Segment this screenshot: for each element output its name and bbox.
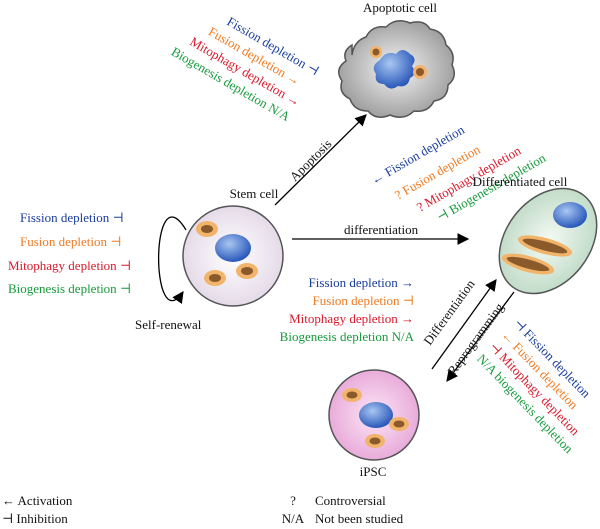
ipsc-diff-fission: Fission depletion →: [309, 275, 414, 290]
legend-activation: ← Activation: [2, 493, 73, 508]
self-renewal-arrow: [157, 216, 187, 304]
legend-not-studied: Not been studied: [315, 511, 404, 526]
ipsc-cell: [328, 369, 420, 461]
differentiated-cell: [498, 187, 598, 295]
ipsc-differentiation-arrow: [431, 279, 497, 370]
ipsc-label: iPSC: [360, 464, 387, 479]
stem-effects: Fission depletion ⊣ Fusion depletion ⊣ M…: [8, 210, 131, 296]
apoptosis-effects: Fission depletion ⊣ Fusion depletion → M…: [169, 14, 322, 125]
legend-controversial: Controversial: [315, 493, 386, 508]
ipsc-differentiation-effects: Fission depletion → Fusion depletion ⊣ M…: [280, 275, 415, 344]
legend-not-studied-symbol: N/A: [282, 511, 305, 526]
ipsc-diff-biogenesis: Biogenesis depletion N/A: [280, 329, 415, 344]
stem-fusion: Fusion depletion ⊣: [20, 234, 121, 249]
reprogramming-effects: ⊣ Fission depletion ← Fusion depletion ⊣…: [474, 316, 594, 457]
stem-biogenesis: Biogenesis depletion ⊣: [8, 281, 131, 296]
stem-fission: Fission depletion ⊣: [20, 210, 124, 225]
apoptotic-cell-label: Apoptotic cell: [363, 0, 437, 15]
stem-mitophagy: Mitophagy depletion ⊣: [8, 258, 131, 273]
apoptotic-cell: [338, 20, 455, 118]
ipsc-diff-fusion: Fusion depletion ⊣: [313, 293, 414, 308]
apoptosis-arrow: [274, 114, 367, 206]
stem-cell-label: Stem cell: [230, 186, 279, 201]
legend-controversial-symbol: ?: [290, 493, 296, 508]
self-renewal-label: Self-renewal: [135, 317, 202, 332]
apoptosis-label: Apoptosis: [287, 136, 335, 184]
reprogramming-arrow: [446, 291, 515, 382]
ipsc-diff-mitophagy: Mitophagy depletion →: [289, 311, 414, 326]
legend: ← Activation ⊣ Inhibition ? Controversia…: [2, 493, 404, 526]
differentiation-label: differentiation: [344, 222, 419, 237]
legend-inhibition: ⊣ Inhibition: [2, 511, 68, 526]
stem-cell: [182, 205, 284, 307]
differentiated-cell-label: Differentiated cell: [473, 174, 568, 189]
